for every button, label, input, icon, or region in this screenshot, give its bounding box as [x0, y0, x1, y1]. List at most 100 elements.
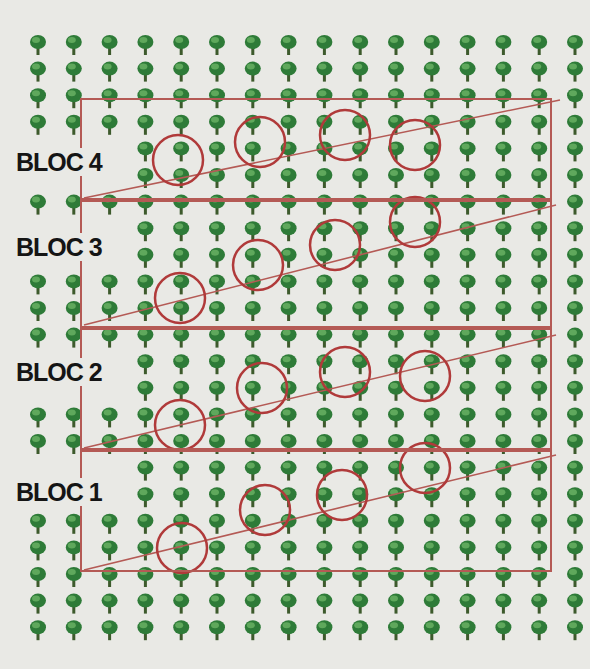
tree-canopy	[495, 35, 511, 49]
tree-icon	[531, 248, 547, 268]
tree-canopy	[209, 567, 225, 581]
tree-icon	[245, 461, 261, 481]
tree-highlight	[68, 569, 76, 575]
tree-highlight	[426, 596, 434, 602]
tree-highlight	[104, 542, 112, 548]
tree-canopy	[531, 540, 547, 554]
tree-highlight	[283, 37, 291, 43]
tree-highlight	[247, 37, 255, 43]
tree-highlight	[139, 542, 147, 548]
tree-highlight	[32, 330, 40, 336]
tree-icon	[245, 274, 261, 294]
tree-highlight	[569, 596, 577, 602]
tree-canopy	[352, 540, 368, 554]
tree-icon	[316, 35, 332, 55]
tree-highlight	[533, 383, 541, 389]
tree-icon	[316, 594, 332, 614]
tree-icon	[30, 301, 46, 321]
tree-canopy	[102, 115, 118, 129]
tree-highlight	[175, 516, 183, 522]
tree-highlight	[104, 516, 112, 522]
tree-highlight	[533, 117, 541, 123]
tree-canopy	[388, 407, 404, 421]
tree-canopy	[30, 540, 46, 554]
tree-icon	[245, 620, 261, 640]
tree-highlight	[175, 330, 183, 336]
tree-canopy	[281, 35, 297, 49]
tree-highlight	[175, 489, 183, 495]
tree-highlight	[211, 542, 219, 548]
tree-canopy	[281, 567, 297, 581]
tree-icon	[245, 381, 261, 401]
tree-highlight	[139, 170, 147, 176]
tree-highlight	[175, 37, 183, 43]
tree-highlight	[569, 90, 577, 96]
tree-icon	[30, 407, 46, 427]
tree-highlight	[283, 170, 291, 176]
tree-highlight	[104, 303, 112, 309]
tree-icon	[137, 328, 153, 348]
tree-highlight	[68, 64, 76, 70]
tree-highlight	[426, 409, 434, 415]
tree-highlight	[318, 542, 326, 548]
tree-icon	[173, 354, 189, 374]
tree-highlight	[462, 436, 470, 442]
tree-highlight	[390, 596, 398, 602]
tree-icon	[209, 594, 225, 614]
tree-highlight	[354, 170, 362, 176]
tree-highlight	[354, 569, 362, 575]
tree-canopy	[388, 88, 404, 102]
tree-canopy	[281, 301, 297, 315]
tree-icon	[66, 620, 82, 640]
tree-icon	[567, 195, 583, 215]
tree-canopy	[209, 487, 225, 501]
tree-icon	[316, 301, 332, 321]
tree-highlight	[139, 409, 147, 415]
tree-canopy	[424, 594, 440, 608]
tree-highlight	[318, 516, 326, 522]
tree-icon	[173, 328, 189, 348]
tree-highlight	[354, 90, 362, 96]
tree-highlight	[462, 383, 470, 389]
tree-canopy	[173, 620, 189, 634]
tree-highlight	[569, 383, 577, 389]
tree-canopy	[137, 221, 153, 235]
tree-canopy	[30, 301, 46, 315]
tree-icon	[173, 461, 189, 481]
sample-circle	[157, 523, 207, 573]
tree-icon	[209, 381, 225, 401]
tree-canopy	[352, 35, 368, 49]
tree-icon	[173, 487, 189, 507]
tree-icon	[281, 540, 297, 560]
tree-highlight	[533, 64, 541, 70]
tree-icon	[495, 328, 511, 348]
tree-highlight	[139, 276, 147, 282]
tree-icon	[245, 141, 261, 161]
tree-highlight	[354, 276, 362, 282]
tree-icon	[388, 248, 404, 268]
tree-highlight	[211, 303, 219, 309]
tree-canopy	[102, 62, 118, 76]
tree-canopy	[388, 540, 404, 554]
tree-highlight	[569, 170, 577, 176]
tree-canopy	[567, 88, 583, 102]
tree-canopy	[460, 407, 476, 421]
tree-canopy	[173, 221, 189, 235]
tree-canopy	[316, 35, 332, 49]
tree-highlight	[68, 276, 76, 282]
tree-icon	[281, 301, 297, 321]
tree-highlight	[533, 569, 541, 575]
tree-canopy	[209, 248, 225, 262]
tree-highlight	[569, 303, 577, 309]
tree-canopy	[209, 301, 225, 315]
tree-icon	[137, 540, 153, 560]
tree-highlight	[175, 143, 183, 149]
tree-highlight	[211, 37, 219, 43]
tree-highlight	[426, 223, 434, 229]
tree-icon	[531, 62, 547, 82]
tree-canopy	[209, 354, 225, 368]
block-label: BLOC 2	[14, 358, 104, 387]
sample-circle	[233, 240, 283, 290]
tree-icon	[495, 141, 511, 161]
tree-canopy	[567, 620, 583, 634]
